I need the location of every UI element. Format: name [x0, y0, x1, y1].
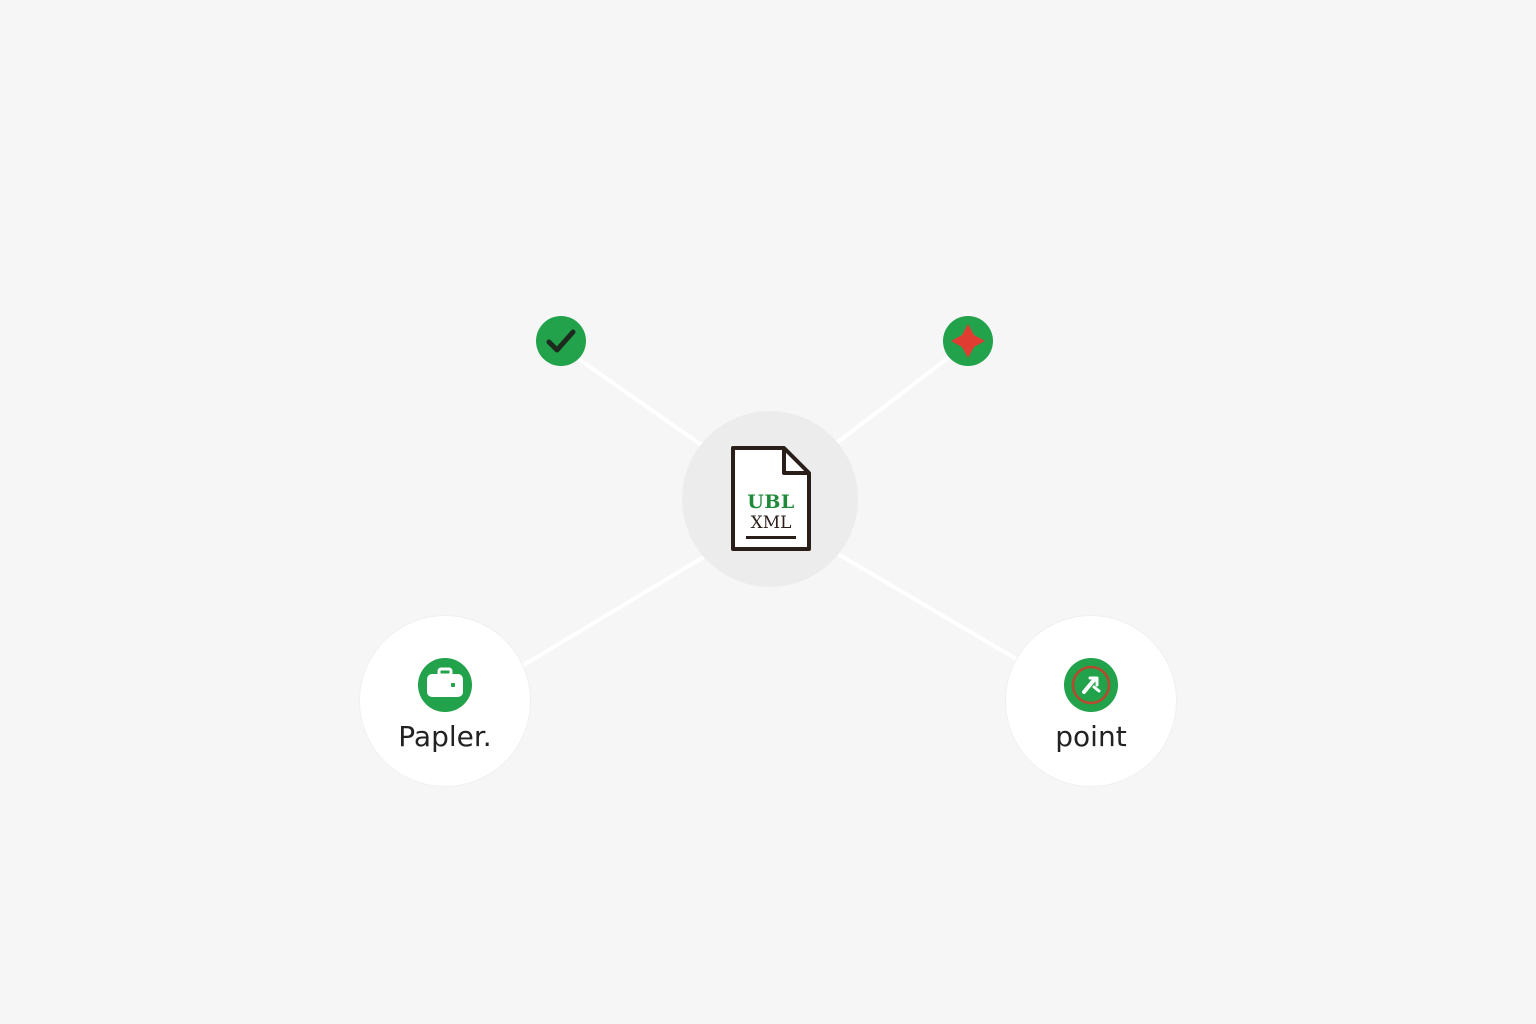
link-hub-to-left-endpoint — [520, 556, 704, 668]
endpoint-left-icon-badge — [418, 658, 472, 712]
link-hub-to-check — [578, 358, 702, 446]
hub-label-ubl: UBL — [747, 491, 795, 513]
tool-icon — [1071, 665, 1111, 705]
endpoint-left-label: Papler. — [398, 720, 492, 753]
status-node-error[interactable] — [943, 316, 993, 366]
endpoint-right-label: point — [1055, 720, 1127, 753]
link-hub-to-error — [836, 356, 950, 444]
briefcase-icon — [427, 667, 463, 697]
endpoint-right-icon-badge — [1064, 658, 1118, 712]
check-icon — [546, 329, 576, 353]
error-icon — [951, 324, 985, 358]
endpoint-left[interactable]: Papler. — [360, 616, 530, 786]
endpoint-right[interactable]: point — [1006, 616, 1176, 786]
ubl-xml-hub[interactable]: UBL XML — [682, 411, 858, 587]
hub-label-xml: XML — [750, 513, 792, 533]
ubl-xml-document-icon: UBL XML — [730, 445, 812, 553]
link-hub-to-right-endpoint — [836, 552, 1020, 662]
status-node-check[interactable] — [536, 316, 586, 366]
hub-underline — [746, 536, 796, 539]
